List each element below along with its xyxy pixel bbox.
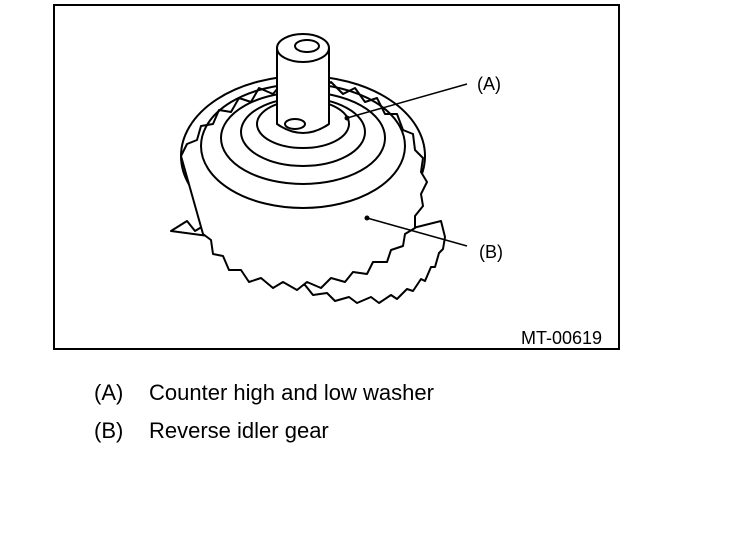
leader-line-a [346,83,468,119]
shaft [276,47,330,134]
figure-id: MT-00619 [521,328,603,348]
figure-frame: (A) (B) MT-00619 [53,4,620,350]
callout-a-label: (A) [477,74,501,94]
shaft-top [276,33,330,63]
leader-line-b [366,217,468,247]
callout-b-label: (B) [479,242,503,262]
legend: (A) Counter high and low washer (B) Reve… [94,380,434,456]
legend-key: (A) [94,380,124,405]
legend-item: (A) Counter high and low washer [94,380,434,418]
legend-text: Counter high and low washer [149,380,434,405]
legend-item: (B) Reverse idler gear [94,418,434,456]
legend-key: (B) [94,418,124,443]
legend-text: Reverse idler gear [149,418,329,443]
gear-assembly-illustration [170,33,468,304]
